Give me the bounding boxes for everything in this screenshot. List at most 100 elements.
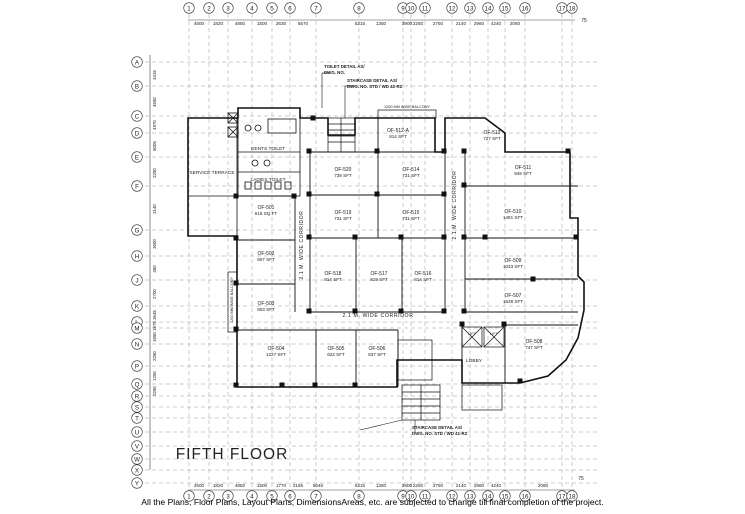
grid-column-label: 7 bbox=[314, 5, 318, 12]
bottom-dimension-label: 4240 bbox=[491, 483, 502, 488]
grid-row-label: W bbox=[134, 456, 140, 463]
unit-area-of-513: 727 SFT bbox=[483, 136, 501, 141]
grid-column-label: 7 bbox=[314, 493, 318, 500]
unit-name-of-515: OF-515 bbox=[403, 210, 420, 216]
grid-column-label: 13 bbox=[467, 5, 474, 12]
grid-column-label: 1 bbox=[187, 493, 191, 500]
top-dimension-label: 1350 bbox=[376, 21, 387, 26]
bottom-dimension-label: 2750 bbox=[433, 483, 444, 488]
unit-area-of-508: 747 SFT bbox=[525, 345, 543, 350]
unit-name-of-504: OF-504 bbox=[268, 346, 285, 352]
top-dimension-label: 5215 bbox=[355, 21, 366, 26]
grid-column-bubble bbox=[464, 2, 476, 14]
left-dimension-label: 1875 bbox=[152, 321, 157, 331]
left-dimension-label: 2700 bbox=[152, 289, 157, 299]
top-dimension-label: 2960 bbox=[474, 21, 485, 26]
grid-column-bubble bbox=[519, 2, 531, 14]
grid-column-bubble bbox=[246, 490, 258, 502]
unit-area-of-502: 607 SFT bbox=[257, 257, 275, 262]
unit-area-of-511: 949 SFT bbox=[514, 171, 532, 176]
grid-horizontal-lines bbox=[145, 61, 600, 484]
left-dimension-label: 450 bbox=[152, 265, 157, 273]
grid-column-label: 15 bbox=[502, 5, 509, 12]
top-dimension-label: 2250 bbox=[413, 21, 424, 26]
dimension-lines bbox=[149, 19, 575, 491]
unit-area-of-505: 622 SFT bbox=[327, 352, 345, 357]
column-block bbox=[310, 115, 316, 121]
grid-column-bubble bbox=[446, 2, 458, 14]
unit-name-of-507: OF-507 bbox=[505, 293, 522, 299]
grid-row-bubble bbox=[131, 464, 143, 476]
left-dimension-label: 3140 bbox=[152, 204, 157, 214]
disclaimer-text: All the Plans, Floor Plans, Layout Plans… bbox=[141, 497, 604, 507]
top-dimension-label: 5570 bbox=[298, 21, 309, 26]
staircase-callout-top: STAIRCASE DETAIL AS/ bbox=[347, 78, 398, 83]
column-block bbox=[461, 148, 467, 154]
grid-column-bubble bbox=[222, 2, 234, 14]
grid-row-label: U bbox=[135, 429, 139, 436]
column-block bbox=[565, 148, 571, 154]
unit-area-of-503: 603 SFT bbox=[257, 307, 275, 312]
unit-name-of-519: OF-519 bbox=[335, 210, 352, 216]
column-block bbox=[573, 234, 579, 240]
column-block bbox=[441, 308, 447, 314]
column-block bbox=[374, 191, 380, 197]
unit-name-of-518: OF-518 bbox=[325, 271, 342, 277]
grid-column-label: 14 bbox=[485, 493, 492, 500]
unit-area-of-507: 1538 SFT bbox=[503, 299, 523, 304]
bottom-dimension-label: 4500 bbox=[194, 483, 205, 488]
column-block bbox=[441, 191, 447, 197]
unit-name-of-512-a: OF-512-A bbox=[387, 128, 410, 134]
grid-column-bubble bbox=[482, 2, 494, 14]
grid-row-label: P bbox=[135, 363, 139, 370]
bottom-dimension-label: 2140 bbox=[456, 483, 467, 488]
top-dimension-label: 2060 bbox=[510, 21, 521, 26]
unit-name-of-511: OF-511 bbox=[515, 165, 532, 171]
grid-row-bubble bbox=[131, 151, 143, 163]
bottom-end-tag: 75 bbox=[578, 476, 584, 482]
column-block bbox=[398, 308, 404, 314]
bottom-dimension-label: 2060 bbox=[538, 483, 549, 488]
grid-row-label: C bbox=[135, 113, 140, 120]
top-dimension-label: 1500 bbox=[257, 21, 268, 26]
grid-column-label: 12 bbox=[449, 493, 456, 500]
unit-name-of-513: OF-513 bbox=[484, 130, 501, 136]
grid-column-label: 17 bbox=[559, 5, 566, 12]
column-block bbox=[482, 234, 488, 240]
bottom-dimension-label: 2250 bbox=[413, 483, 424, 488]
left-dimension-label: 3645 bbox=[152, 310, 157, 320]
grid-row-bubble bbox=[131, 412, 143, 424]
grid-column-label: 3 bbox=[226, 5, 230, 12]
grid-row-label: H bbox=[135, 253, 139, 260]
left-dimension-label: 4650 bbox=[152, 97, 157, 107]
left-dimension-label: 3415 bbox=[152, 70, 157, 80]
bottom-dimension-label: 5045 bbox=[313, 483, 324, 488]
grid-column-label: 2 bbox=[207, 5, 211, 12]
grid-row-label: T bbox=[135, 415, 139, 422]
grid-column-bubble bbox=[464, 490, 476, 502]
left-dimension-label: 5005 bbox=[152, 141, 157, 151]
grid-column-label: 8 bbox=[357, 5, 361, 12]
column-block bbox=[233, 326, 239, 332]
column-block bbox=[501, 321, 507, 327]
grid-column-markers: 1122334455667788991010111112121313141415… bbox=[183, 2, 578, 502]
column-block bbox=[398, 234, 404, 240]
grid-column-label: 11 bbox=[422, 493, 429, 500]
grid-column-bubble bbox=[419, 490, 431, 502]
column-block bbox=[306, 148, 312, 154]
unit-name-of-514: OF-514 bbox=[403, 167, 420, 173]
column-block bbox=[461, 234, 467, 240]
lift-label: LIFT bbox=[468, 332, 476, 336]
grid-row-bubble bbox=[131, 378, 143, 390]
grid-column-bubble bbox=[405, 2, 417, 14]
grid-column-label: 16 bbox=[522, 493, 529, 500]
grid-row-bubble bbox=[131, 440, 143, 452]
column-block bbox=[517, 378, 523, 384]
grid-row-label: Q bbox=[135, 381, 140, 388]
unit-area-of-501: 618 SQ.FT bbox=[255, 211, 278, 216]
staircase-callout-bottom: DWG. NO. STD / WD 41-R2 bbox=[412, 431, 468, 436]
unit-area-of-516: 814 SFT bbox=[414, 277, 432, 282]
